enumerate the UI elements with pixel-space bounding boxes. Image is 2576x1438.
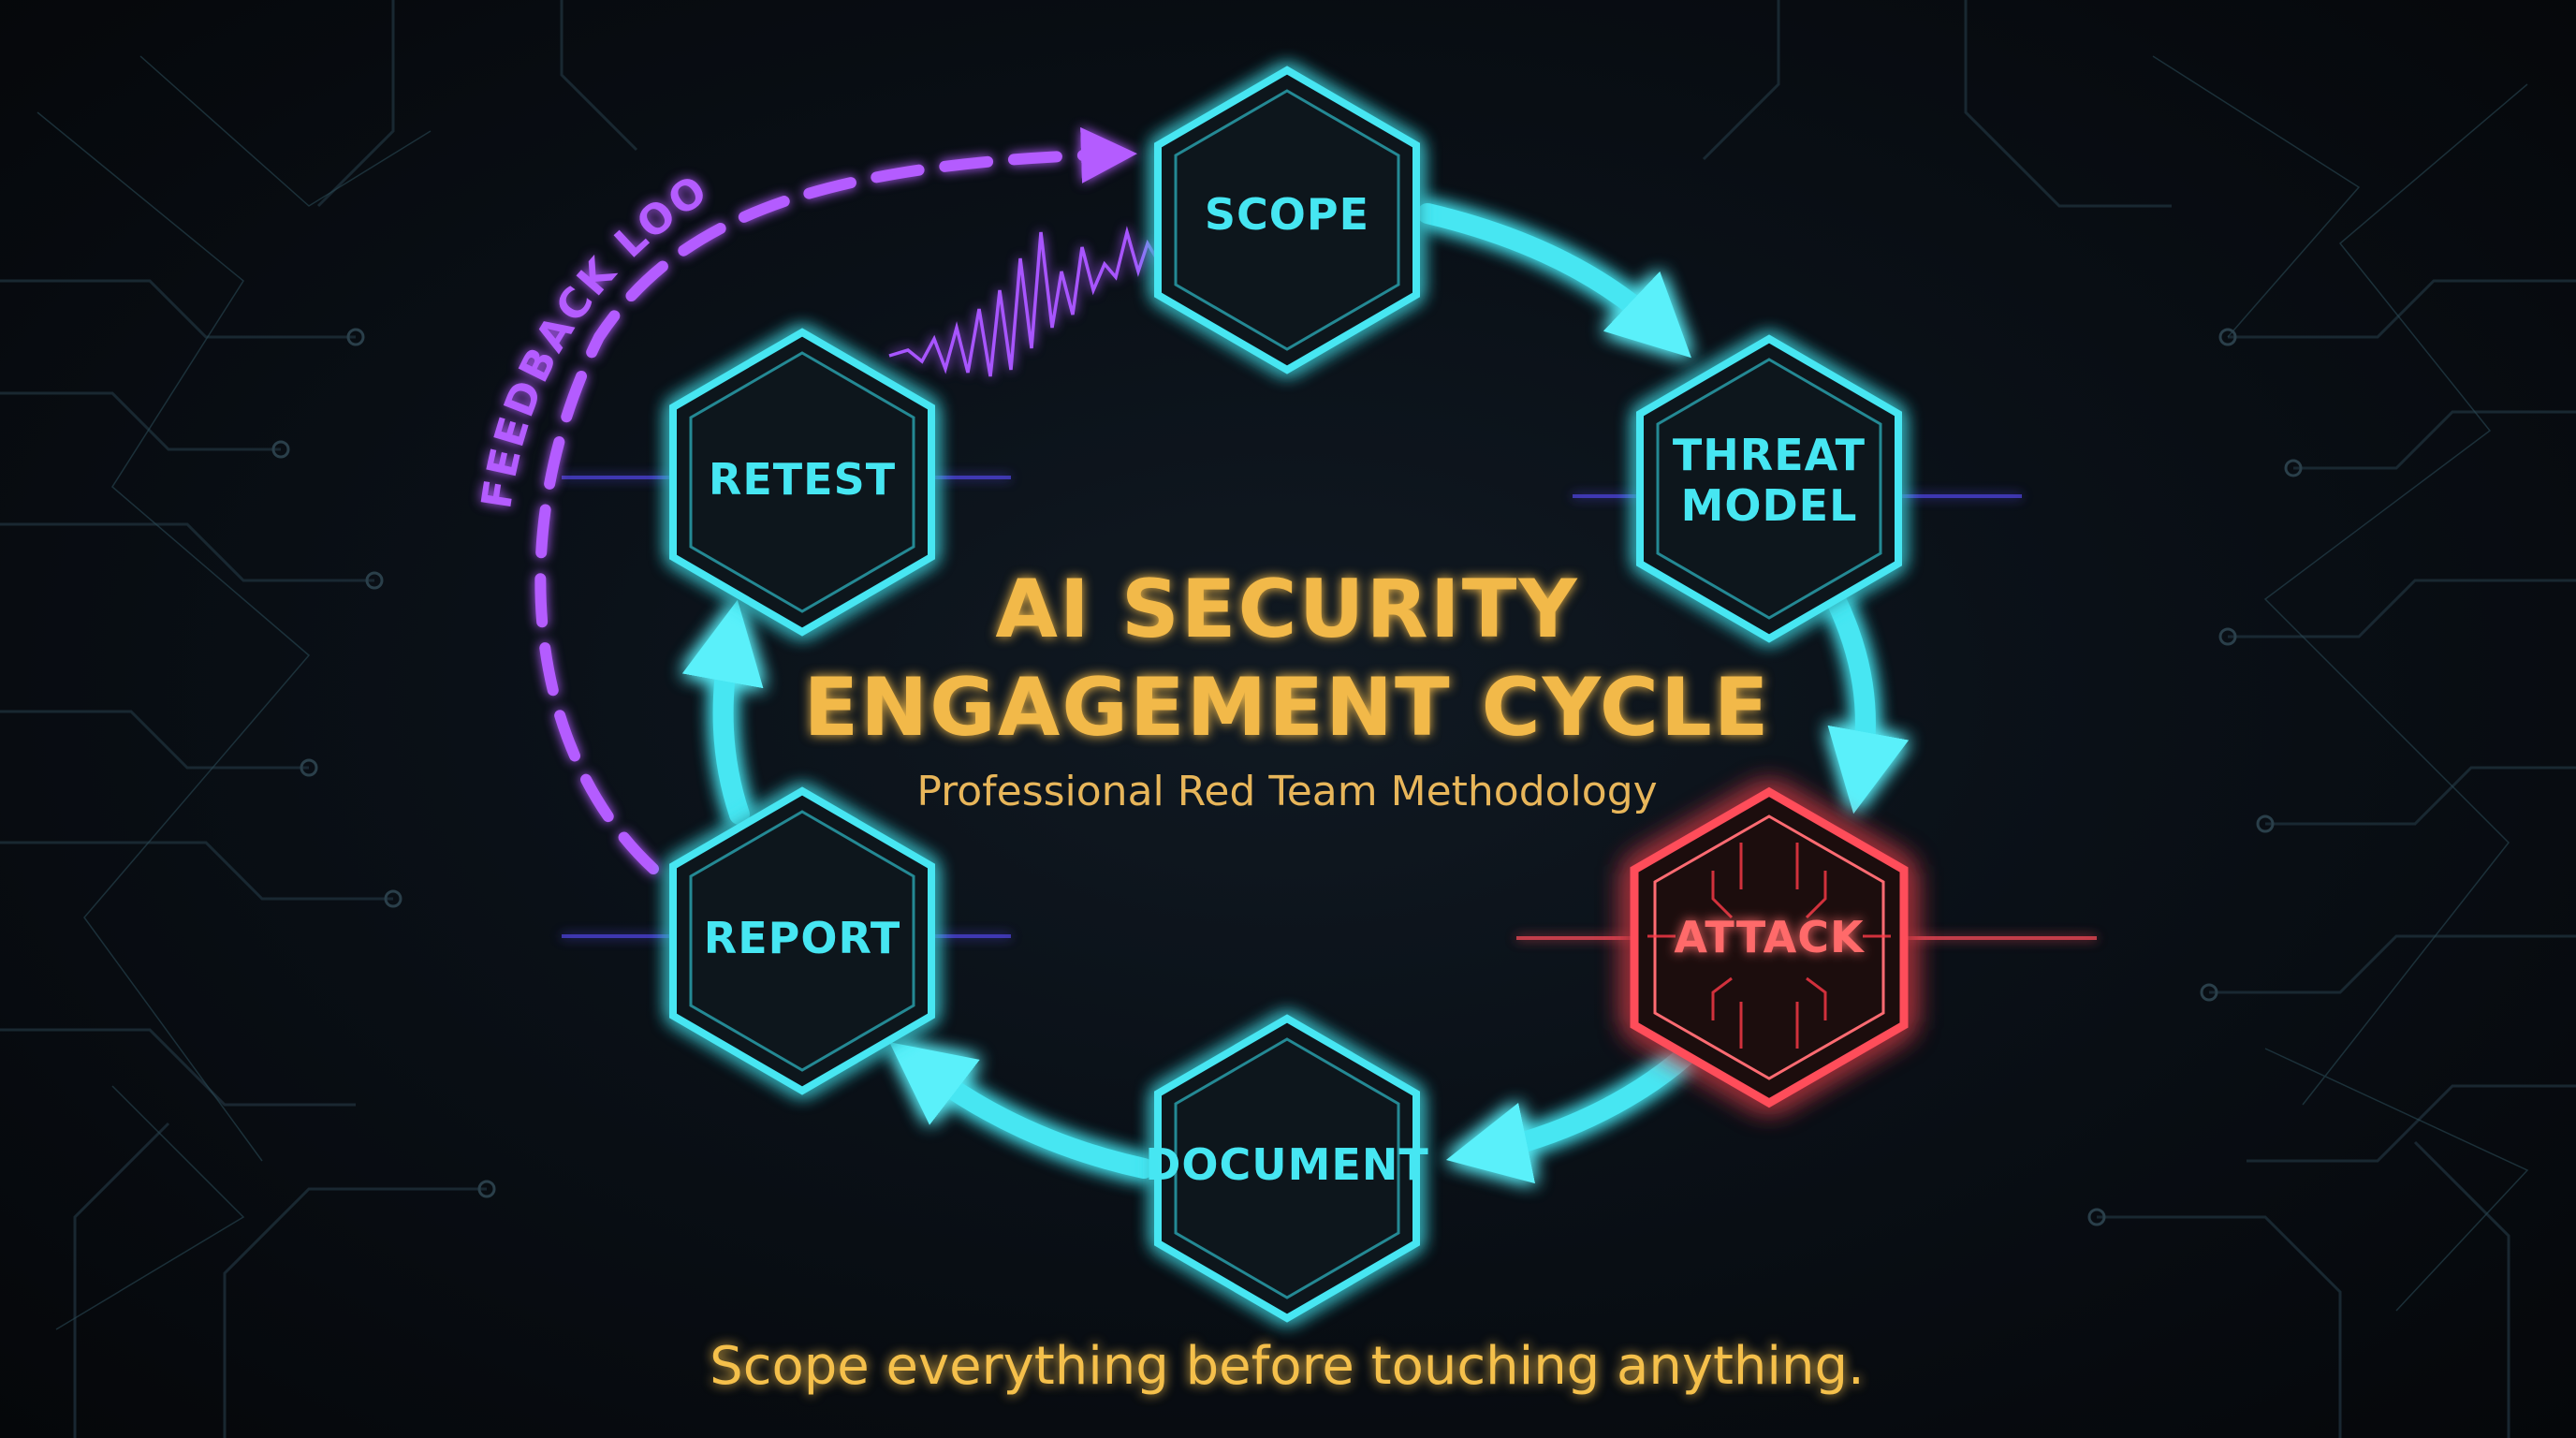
node-document-label: DOCUMENT — [1145, 1139, 1428, 1190]
center-title: AI SECURITY ENGAGEMENT CYCLE — [803, 563, 1770, 755]
arrow-threat-to-attack — [1824, 587, 1910, 814]
node-report-label: REPORT — [704, 913, 900, 963]
node-threat-label-line2: MODEL — [1681, 480, 1858, 531]
tagline: Scope everything before touching anythin… — [710, 1336, 1865, 1397]
subtitle: Professional Red Team Methodology — [916, 768, 1657, 815]
node-retest-label: RETEST — [709, 454, 896, 505]
title-line-1: AI SECURITY — [995, 563, 1578, 656]
node-scope-label: SCOPE — [1205, 189, 1369, 240]
feedback-loop-label: FEEDBACK LOOP — [0, 0, 718, 512]
node-threat-model[interactable]: THREAT MODEL — [1636, 334, 1902, 643]
attack-circuit-traces — [1647, 843, 1891, 1049]
node-scope[interactable]: SCOPE — [1154, 66, 1420, 374]
node-report[interactable]: REPORT — [669, 786, 935, 1095]
feedback-loop-arrow — [534, 126, 1137, 874]
arrow-scope-to-threat — [1417, 203, 1691, 359]
node-attack[interactable]: ATTACK — [1630, 786, 1909, 1108]
node-threat-label-line1: THREAT — [1673, 430, 1866, 480]
node-retest[interactable]: RETEST — [669, 328, 935, 637]
arrow-attack-to-document — [1445, 1046, 1695, 1184]
node-attack-label: ATTACK — [1674, 912, 1866, 962]
node-document[interactable]: DOCUMENT — [1145, 1014, 1428, 1323]
network-lines — [37, 55, 2529, 1330]
arrow-report-to-retest — [681, 599, 764, 825]
circuit-nodes — [271, 328, 2303, 1226]
arrow-document-to-report — [889, 1042, 1154, 1179]
cycle-arrows — [681, 203, 1910, 1184]
title-line-2: ENGAGEMENT CYCLE — [803, 661, 1770, 755]
